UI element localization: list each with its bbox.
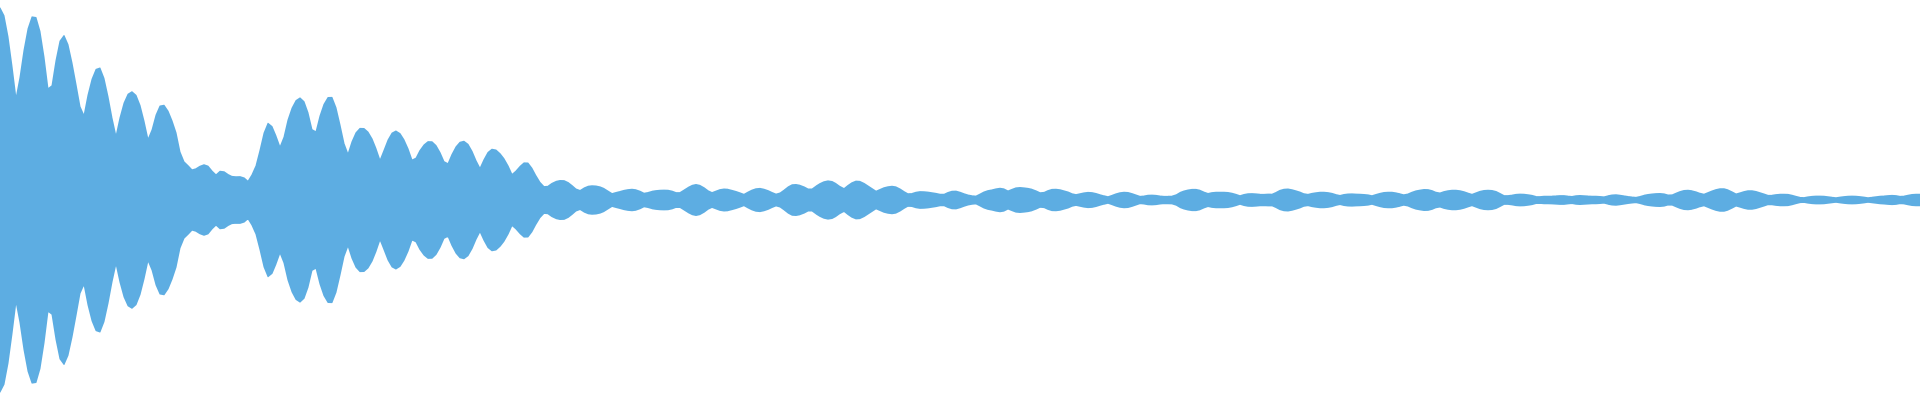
waveform-shape (0, 7, 1920, 393)
